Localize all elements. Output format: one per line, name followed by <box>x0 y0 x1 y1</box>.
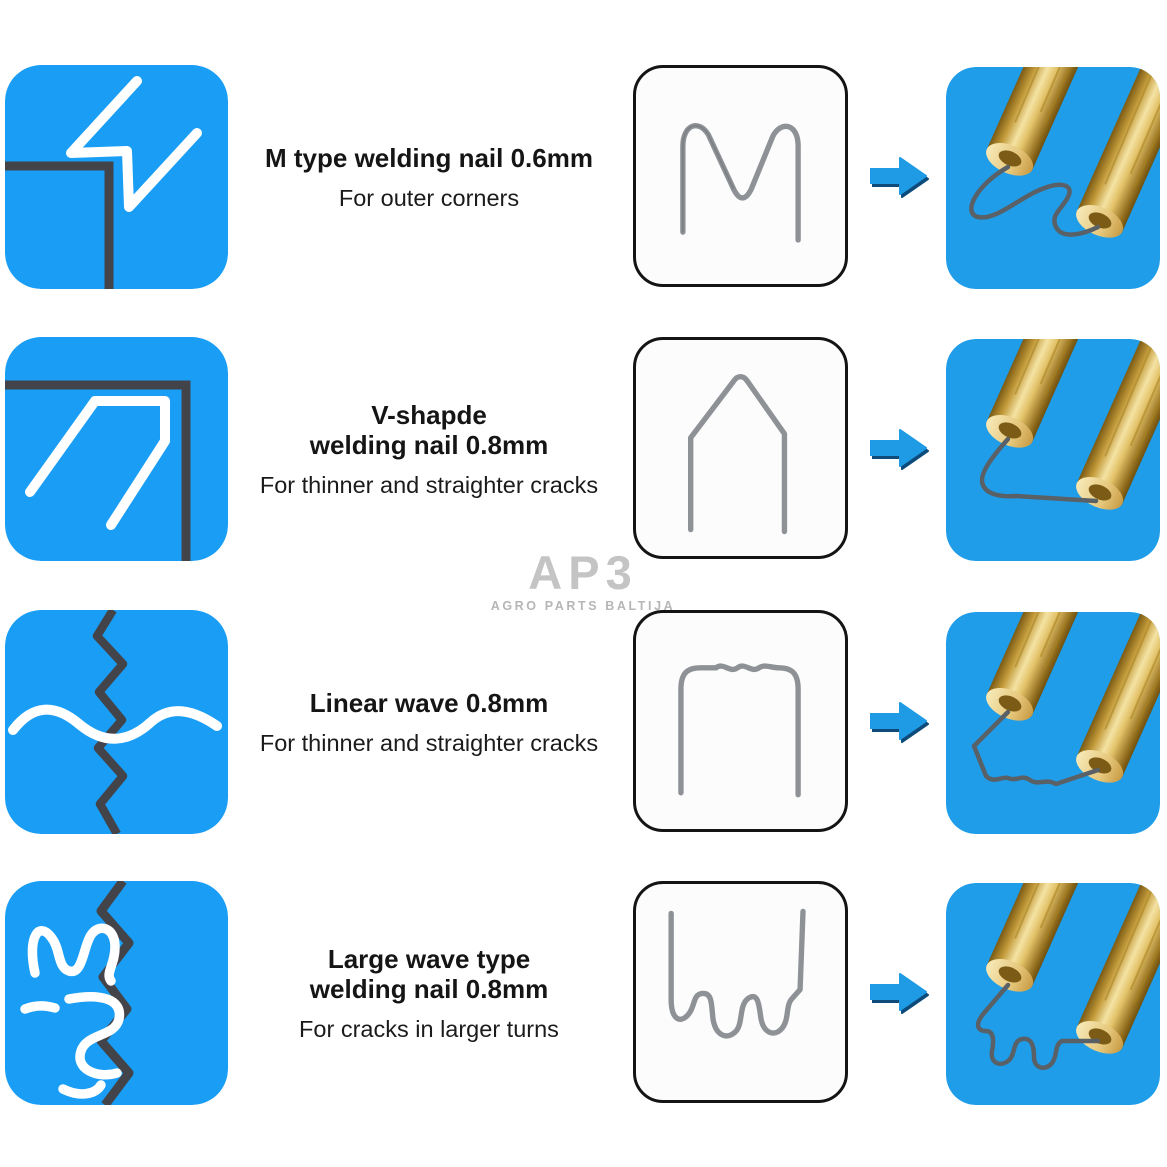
right-arrow-icon <box>869 970 928 1014</box>
row-description: For thinner and straighter cracks <box>259 730 599 757</box>
zigzag-crack-curves-icon <box>5 881 228 1105</box>
row-description: For cracks in larger turns <box>299 1016 559 1043</box>
row-title: M type welding nail 0.6mm <box>265 142 593 173</box>
row-title: Large wave type welding nail 0.8mm <box>309 943 549 1004</box>
row-m-type: M type welding nail 0.6mm For outer corn… <box>0 65 1167 290</box>
m-type-staple-photo <box>633 65 848 287</box>
row-v-shape: V-shapde welding nail 0.8mm For thinner … <box>0 337 1167 562</box>
row-large-wave: Large wave type welding nail 0.8mm For c… <box>0 881 1167 1106</box>
apb-watermark: AP3 AGRO PARTS BALTIJA <box>491 549 676 613</box>
linear-wave-staple-in-electrodes <box>946 612 1160 834</box>
apb-logo-subtitle: AGRO PARTS BALTIJA <box>490 599 676 613</box>
outer-corner-crack-icon <box>5 65 228 289</box>
large-wave-staple-in-electrodes <box>946 883 1160 1105</box>
row-linear-wave: Linear wave 0.8mm For thinner and straig… <box>0 610 1167 835</box>
straight-crack-wave-icon <box>5 610 228 834</box>
right-arrow-icon <box>869 426 928 470</box>
row-title: Linear wave 0.8mm <box>309 687 549 718</box>
corner-slant-crack-icon <box>5 337 228 561</box>
apb-logo: AP3 <box>528 546 638 599</box>
row-description: For outer corners <box>338 185 520 212</box>
right-arrow-icon <box>869 699 928 743</box>
v-staple-in-electrodes <box>946 339 1160 561</box>
v-shape-staple-photo <box>633 337 848 559</box>
row-v-shape-text: V-shapde welding nail 0.8mm For thinner … <box>228 337 630 562</box>
row-linear-wave-text: Linear wave 0.8mm For thinner and straig… <box>228 610 630 835</box>
right-arrow-icon <box>869 154 928 198</box>
large-wave-staple-photo <box>633 881 848 1103</box>
linear-wave-staple-photo <box>633 610 848 832</box>
m-staple-in-electrodes <box>946 67 1160 289</box>
row-large-wave-text: Large wave type welding nail 0.8mm For c… <box>228 881 630 1106</box>
row-description: For thinner and straighter cracks <box>259 472 599 499</box>
row-m-type-text: M type welding nail 0.6mm For outer corn… <box>228 65 630 290</box>
row-title: V-shapde welding nail 0.8mm <box>309 399 549 460</box>
